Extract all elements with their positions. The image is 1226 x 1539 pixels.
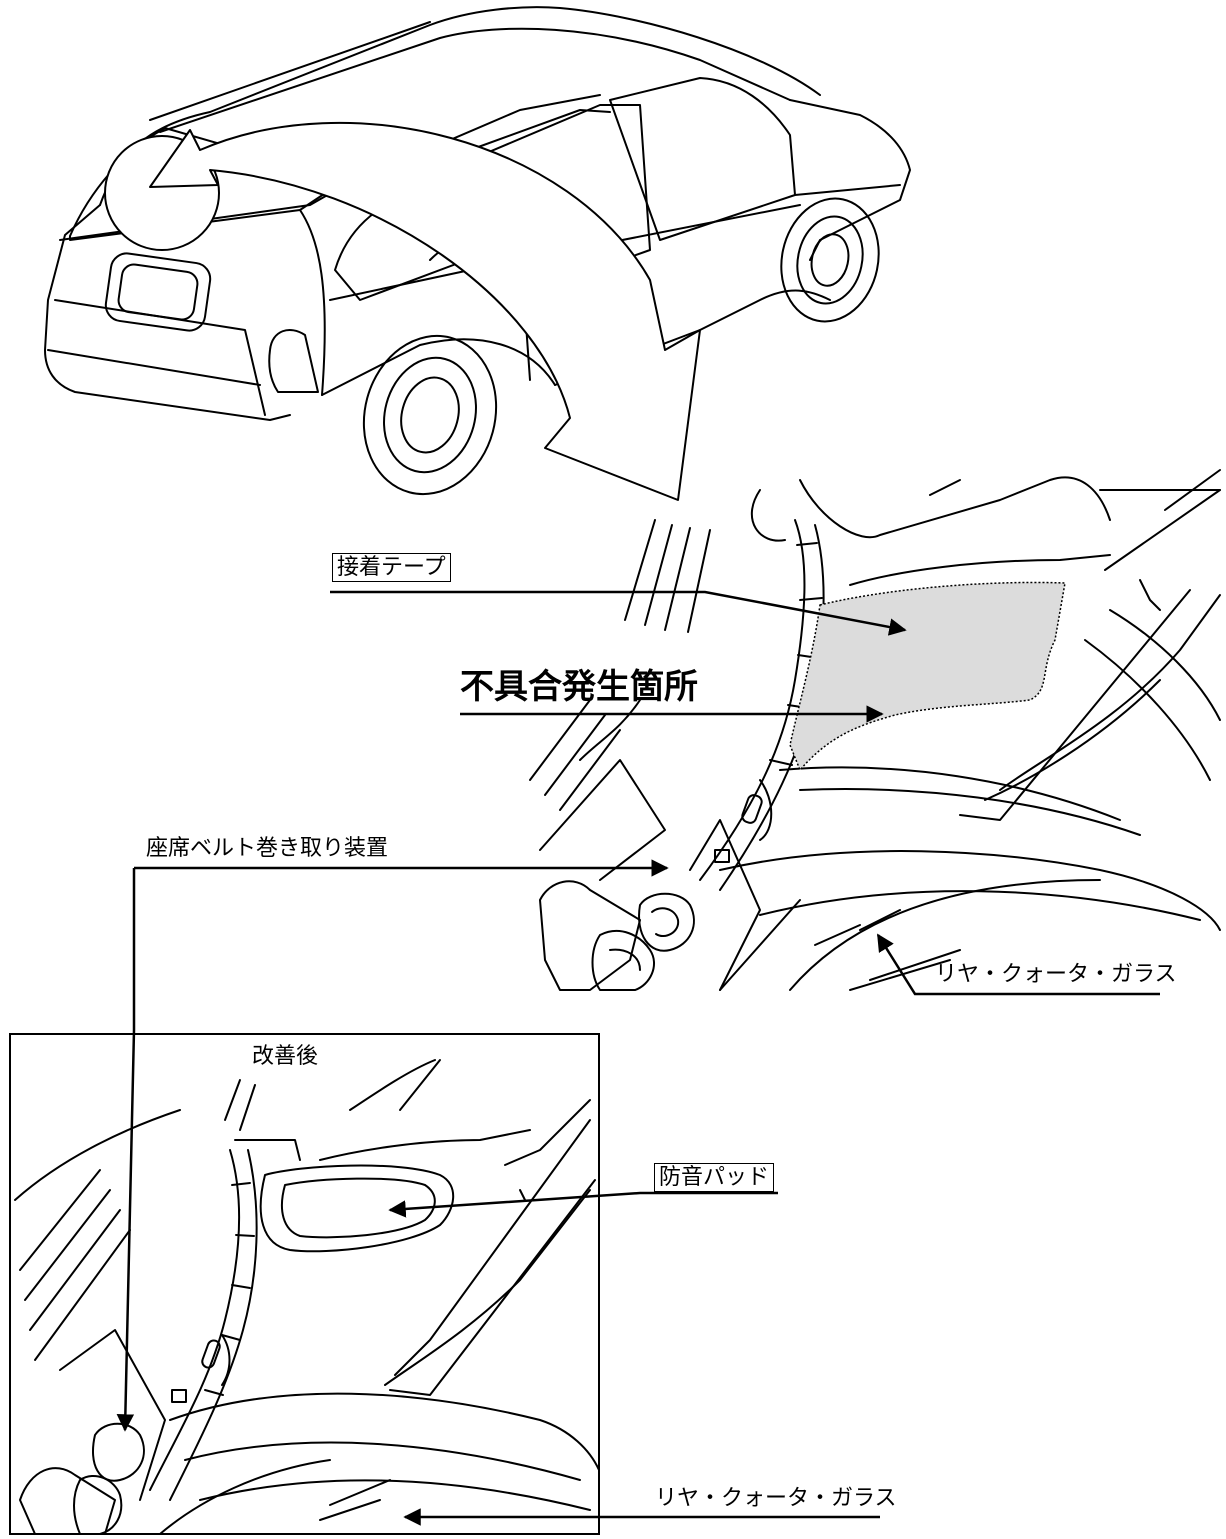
label-seatbelt-retractor: 座席ベルト巻き取り装置	[146, 836, 389, 861]
leader-lines	[116, 590, 1160, 1526]
leader-adhesive-tape	[330, 590, 907, 636]
after-improvement-frame	[9, 1033, 600, 1535]
detail-panel-before	[529, 469, 1221, 991]
label-after-improvement: 改善後	[252, 1044, 319, 1069]
label-sound-pad: 防音パッド	[654, 1163, 775, 1192]
detail-panel-after	[14, 1059, 600, 1535]
van-illustration	[44, 6, 911, 496]
label-defect-location: 不具合発生箇所	[460, 667, 698, 707]
curved-callout-arrow	[149, 121, 701, 501]
label-adhesive-tape: 接着テープ	[332, 553, 451, 582]
leader-glass-top	[876, 933, 1160, 996]
defect-area-shading	[789, 581, 1066, 772]
label-rear-quarter-glass-top: リヤ・クォータ・ガラス	[935, 962, 1177, 987]
leader-retractor-bottom	[116, 868, 136, 1432]
label-rear-quarter-glass-bottom: リヤ・クォータ・ガラス	[655, 1486, 897, 1511]
leader-sound-pad	[388, 1191, 778, 1218]
